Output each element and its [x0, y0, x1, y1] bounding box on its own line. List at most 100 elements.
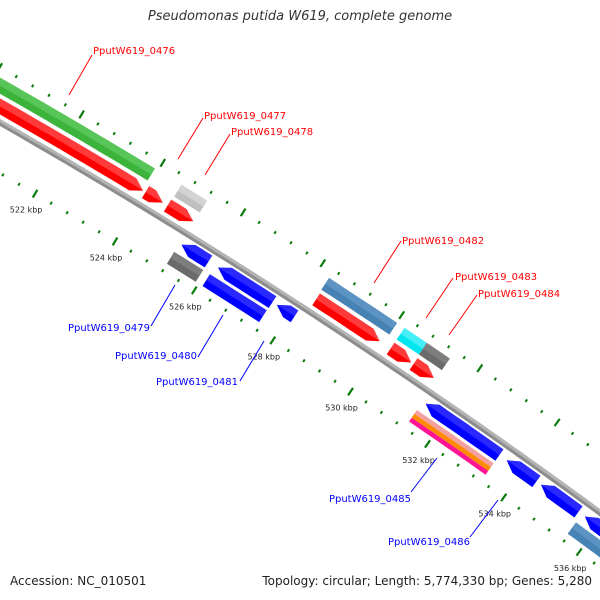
- major-tick: [190, 285, 198, 295]
- minor-tick: [224, 308, 228, 313]
- gene-label-pputw619_0478[interactable]: PputW619_0478: [204, 127, 313, 176]
- gene-labels: PputW619_0476PputW619_0477PputW619_0478P…: [68, 46, 560, 548]
- gene-label-pputw619_0485[interactable]: PputW619_0485: [329, 457, 438, 505]
- gene-label-pputw619_0484[interactable]: PputW619_0484: [448, 289, 560, 336]
- feature-f0483[interactable]: [386, 342, 412, 363]
- genome-summary-text: Topology: circular; Length: 5,774,330 bp…: [262, 574, 592, 588]
- minor-tick: [415, 323, 420, 328]
- tick-label: 524 kbp: [90, 254, 123, 263]
- major-tick: [239, 208, 247, 217]
- feature-f0478c[interactable]: [174, 184, 208, 213]
- minor-tick: [129, 249, 133, 253]
- feature-highlight: [422, 342, 450, 365]
- feature-stripe: [409, 417, 489, 475]
- feature-r0479c[interactable]: [166, 251, 204, 282]
- gene-label-pputw619_0480[interactable]: PputW619_0480: [115, 314, 224, 362]
- feature-highlight: [145, 186, 163, 203]
- minor-tick: [333, 379, 337, 384]
- minor-tick: [532, 517, 536, 521]
- minor-tick: [524, 398, 528, 403]
- minor-tick: [255, 328, 259, 333]
- minor-tick: [364, 400, 368, 404]
- gene-label-text: PputW619_0479: [68, 323, 150, 334]
- feature-f0476c[interactable]: [0, 29, 155, 181]
- minor-tick: [302, 358, 306, 363]
- feature-r0479[interactable]: [181, 244, 213, 268]
- gene-label-text: PputW619_0476: [93, 46, 175, 57]
- tick-label: 532 kbp: [402, 456, 435, 465]
- feature-r0480c[interactable]: [202, 274, 267, 323]
- inner-tick-ring: [1, 173, 596, 565]
- tick-label: 522 kbp: [10, 206, 43, 215]
- feature-highlight: [584, 516, 600, 528]
- feature-r0485[interactable]: [425, 403, 504, 461]
- minor-tick: [112, 131, 116, 136]
- minor-tick: [570, 431, 575, 436]
- gene-label-pputw619_0481[interactable]: PputW619_0481: [156, 340, 265, 388]
- feature-r0481[interactable]: [276, 304, 299, 323]
- minor-tick: [517, 506, 521, 511]
- minor-tick: [176, 278, 181, 283]
- feature-highlight: [206, 274, 267, 317]
- gene-label-pputw619_0482[interactable]: PputW619_0482: [373, 236, 484, 284]
- feature-f0482[interactable]: [312, 293, 380, 342]
- major-tick: [347, 387, 354, 396]
- feature-f0482c[interactable]: [321, 277, 398, 335]
- major-tick: [159, 158, 167, 168]
- feature-highlight: [181, 244, 213, 262]
- gene-label-pputw619_0483[interactable]: PputW619_0483: [425, 272, 537, 319]
- label-leader-line: [239, 340, 265, 382]
- minor-tick: [273, 230, 277, 235]
- feature-f0476[interactable]: [0, 45, 144, 191]
- minor-tick: [317, 369, 322, 373]
- minor-tick: [286, 348, 291, 353]
- label-leader-line: [448, 294, 478, 336]
- minor-tick: [209, 190, 213, 195]
- gene-label-pputw619_0477[interactable]: PputW619_0477: [177, 111, 286, 160]
- major-tick: [319, 258, 327, 268]
- feature-body: [567, 522, 600, 558]
- label-leader-line: [410, 457, 438, 493]
- minor-tick: [225, 200, 229, 205]
- feature-r0488[interactable]: [584, 516, 600, 588]
- minor-tick: [257, 220, 261, 225]
- feature-r0485c[interactable]: [409, 410, 494, 475]
- feature-highlight: [276, 304, 299, 317]
- feature-highlight: [167, 199, 194, 222]
- tick-label: 530 kbp: [325, 404, 358, 413]
- feature-r0486[interactable]: [506, 460, 541, 488]
- feature-f0477[interactable]: [141, 186, 163, 203]
- gene-label-pputw619_0476[interactable]: PputW619_0476: [68, 46, 175, 96]
- feature-body: [181, 244, 213, 268]
- label-leader-line: [68, 54, 93, 96]
- minor-tick: [384, 302, 388, 307]
- feature-r0488c[interactable]: [567, 522, 600, 600]
- minor-tick: [368, 292, 372, 297]
- feature-r0487[interactable]: [541, 484, 583, 518]
- feature-f0478[interactable]: [163, 199, 194, 222]
- major-tick: [269, 336, 277, 345]
- major-tick: [575, 547, 583, 557]
- gene-label-pputw619_0486[interactable]: PputW619_0486: [388, 499, 499, 548]
- feature-f0483c[interactable]: [396, 327, 427, 355]
- minor-tick: [161, 268, 165, 273]
- feature-highlight: [0, 98, 144, 191]
- label-leader-line: [425, 277, 454, 319]
- feature-highlight: [425, 403, 504, 456]
- feature-f0484c[interactable]: [419, 342, 450, 371]
- minor-tick: [410, 431, 414, 436]
- feature-r0480[interactable]: [218, 267, 277, 309]
- feature-highlight: [316, 293, 380, 342]
- feature-highlight: [177, 184, 208, 207]
- accession-text: Accession: NC_010501: [10, 574, 147, 588]
- minor-tick: [47, 93, 51, 98]
- feature-stripe: [411, 413, 491, 471]
- feature-body: [425, 403, 504, 461]
- major-tick: [78, 109, 85, 119]
- minor-tick: [96, 122, 100, 126]
- gene-label-pputw619_0479[interactable]: PputW619_0479: [68, 284, 176, 334]
- feature-highlight: [218, 267, 277, 303]
- feature-stripe: [414, 410, 494, 468]
- feature-f0484[interactable]: [409, 358, 434, 378]
